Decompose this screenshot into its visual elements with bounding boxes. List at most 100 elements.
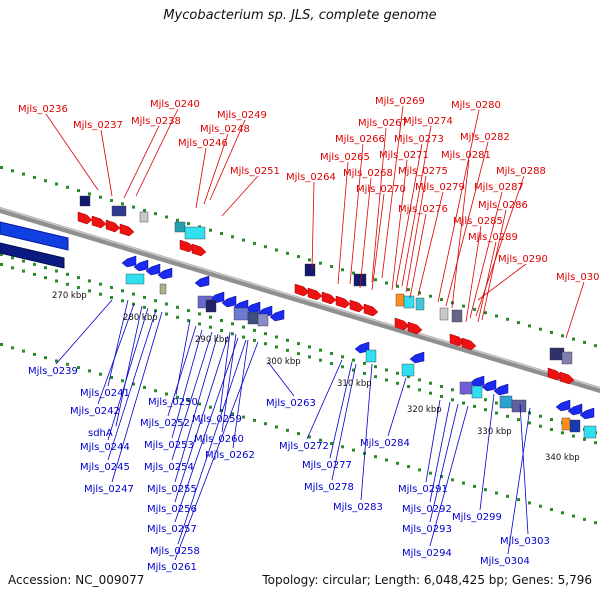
tick-dot bbox=[495, 314, 498, 318]
tick-dot bbox=[286, 428, 289, 432]
tick-dot bbox=[341, 268, 344, 272]
reverse-gene-leader bbox=[267, 361, 295, 397]
reverse-gene-label: Mjls_0299 bbox=[452, 512, 502, 523]
reverse-gene-arrow bbox=[409, 351, 425, 364]
forward-gene-arrow bbox=[461, 337, 477, 351]
tick-dot bbox=[385, 378, 388, 382]
reverse-gene-leader bbox=[107, 299, 129, 387]
forward-gene-label: Mjls_0281 bbox=[441, 150, 491, 161]
reverse-gene-arrow bbox=[121, 255, 137, 268]
tick-dot bbox=[330, 352, 333, 355]
forward-gene-leader bbox=[405, 175, 427, 293]
reverse-gene-label: Mjls_0258 bbox=[150, 546, 200, 557]
reverse-gene-leader bbox=[429, 401, 451, 503]
tick-dot bbox=[396, 371, 399, 375]
tick-dot bbox=[275, 425, 278, 429]
forward-gene-arrow bbox=[559, 371, 575, 385]
tick-dot bbox=[110, 296, 113, 299]
reverse-gene-arrow bbox=[579, 407, 595, 420]
tick-dot bbox=[275, 335, 278, 339]
gene-block bbox=[459, 381, 473, 395]
tick-dot bbox=[473, 484, 476, 488]
forward-gene-label: Mjls_0246 bbox=[178, 138, 228, 149]
gene-block bbox=[79, 195, 91, 207]
forward-gene-leader bbox=[475, 175, 525, 317]
reverse-gene-arrow bbox=[481, 379, 497, 392]
forward-gene-arrow bbox=[191, 243, 207, 257]
forward-gene-arrow bbox=[321, 291, 337, 305]
tick-dot bbox=[132, 205, 135, 209]
reverse-gene-leader bbox=[171, 331, 213, 461]
forward-gene-label: Mjls_0279 bbox=[415, 182, 465, 193]
tick-dot bbox=[55, 279, 58, 283]
tick-dot bbox=[187, 399, 190, 403]
gene-block bbox=[569, 419, 581, 433]
tick-dot bbox=[352, 271, 355, 275]
gene-block bbox=[247, 311, 259, 325]
tick-dot bbox=[418, 378, 421, 382]
reverse-gene-arrow bbox=[157, 267, 173, 280]
reverse-gene-label: Mjls_0294 bbox=[402, 548, 452, 559]
reverse-gene-leader bbox=[479, 393, 495, 511]
forward-gene-label: Mjls_0264 bbox=[286, 172, 336, 183]
tick-dot bbox=[352, 368, 355, 372]
forward-gene-arrow bbox=[179, 239, 195, 253]
tick-dot bbox=[440, 385, 443, 388]
tick-dot bbox=[77, 286, 80, 290]
forward-gene-leader bbox=[371, 127, 387, 283]
forward-gene-leader bbox=[401, 125, 432, 287]
forward-gene-leader bbox=[123, 125, 160, 199]
forward-gene-leader bbox=[565, 281, 585, 339]
tick-dot bbox=[209, 315, 212, 319]
forward-gene-arrow bbox=[294, 283, 310, 297]
tick-dot bbox=[22, 172, 25, 176]
reverse-gene-arrow bbox=[567, 403, 583, 416]
forward-gene-label: Mjls_0285 bbox=[453, 216, 503, 227]
forward-gene-arrow bbox=[119, 223, 135, 237]
reverse-gene-leader bbox=[232, 339, 249, 449]
tick-dot bbox=[429, 391, 432, 395]
forward-gene-arrow bbox=[77, 211, 93, 225]
gene-block bbox=[439, 307, 449, 321]
tick-dot bbox=[550, 418, 553, 421]
accession-label: Accession: NC_009077 bbox=[8, 573, 145, 587]
tick-dot bbox=[275, 248, 278, 252]
reverse-gene-leader bbox=[171, 329, 203, 439]
tick-dot bbox=[220, 329, 223, 332]
reverse-gene-label: Mjls_0259 bbox=[192, 414, 242, 425]
reverse-gene-leader bbox=[360, 363, 373, 501]
tick-dot bbox=[396, 284, 399, 288]
gene-block bbox=[304, 263, 316, 277]
forward-gene-label: Mjls_0240 bbox=[150, 99, 200, 110]
tick-dot bbox=[154, 299, 157, 303]
tick-dot bbox=[297, 255, 300, 259]
gene-block bbox=[233, 307, 249, 321]
gene-block-left-dark bbox=[0, 242, 65, 269]
tick-dot bbox=[484, 398, 487, 402]
gene-features-layer bbox=[0, 195, 597, 439]
tick-dot bbox=[165, 302, 168, 306]
tick-dot bbox=[143, 295, 146, 299]
gene-block bbox=[561, 351, 573, 365]
tick-dot bbox=[407, 465, 410, 469]
reverse-gene-label: Mjls_0262 bbox=[205, 450, 255, 461]
page-title: Mycobacterium sp. JLS, complete genome bbox=[163, 8, 437, 23]
gene-labels-layer: Mjls_0236Mjls_0237Mjls_0240Mjls_0238Mjls… bbox=[18, 96, 600, 573]
tick-dot bbox=[231, 322, 234, 326]
tick-dot bbox=[407, 385, 410, 389]
tick-dot bbox=[22, 349, 25, 353]
forward-gene-leader bbox=[381, 105, 404, 279]
forward-gene-leader bbox=[135, 108, 179, 197]
tick-dot bbox=[550, 331, 553, 334]
tick-dot bbox=[561, 431, 564, 435]
forward-gene-label: Mjls_0267 bbox=[358, 118, 408, 129]
tick-dot bbox=[583, 517, 586, 521]
tick-dot bbox=[561, 334, 564, 338]
tick-dot bbox=[308, 355, 311, 359]
tick-dot bbox=[231, 332, 234, 336]
forward-gene-leader bbox=[469, 191, 503, 319]
tick-dot bbox=[253, 338, 256, 342]
tick-dot bbox=[429, 471, 432, 475]
tick-dot bbox=[572, 434, 575, 438]
tick-dot bbox=[517, 321, 520, 325]
